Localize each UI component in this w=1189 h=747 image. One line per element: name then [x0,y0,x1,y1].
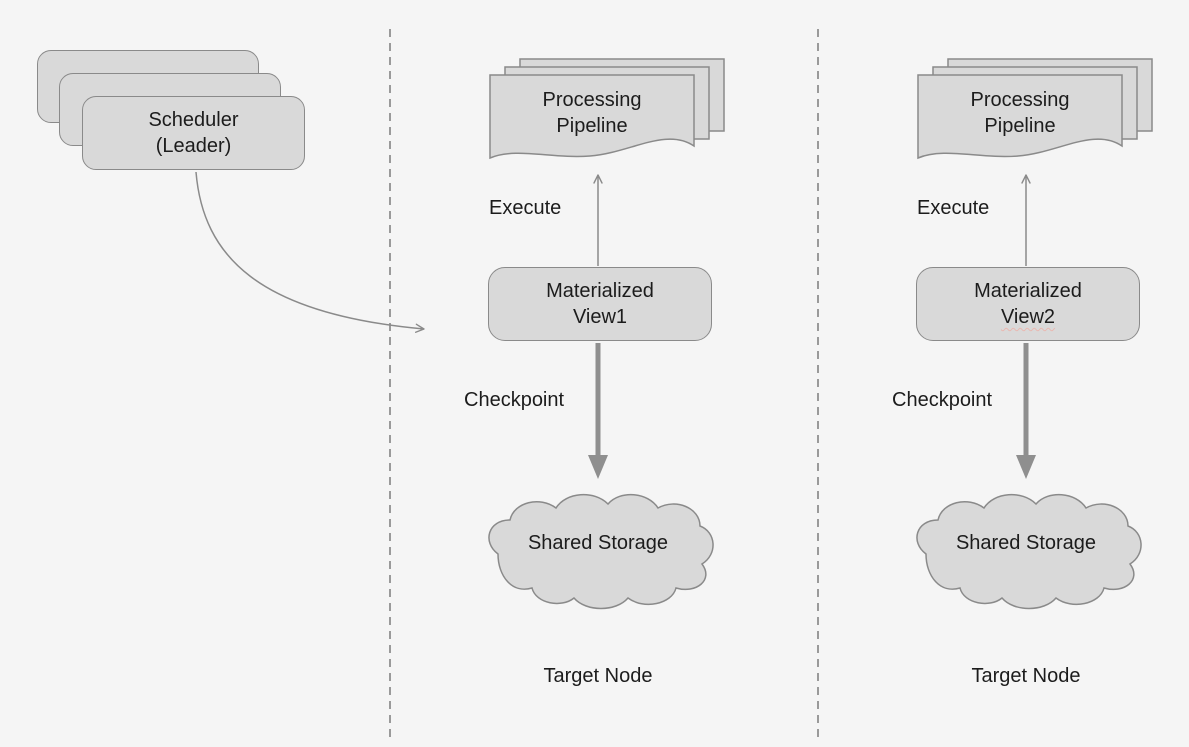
pipeline-label-line2: Pipeline [984,115,1056,137]
execute-label-1: Execute [489,197,562,219]
execute-label-2: Execute [917,197,990,219]
pipeline-label-1: Processing Pipeline [490,82,694,144]
view-label-line1: Materialized [546,280,654,302]
checkpoint-label-2: Checkpoint [892,389,993,411]
view-label-line2: View1 [572,306,628,328]
materialized-view-box-2: Materialized View2 [916,267,1140,341]
storage-label-1: Shared Storage [527,532,669,554]
pipeline-doc-stack-1 [489,58,725,159]
view-label-line1: Materialized [974,280,1082,302]
scheduler-label-line1: Scheduler [148,109,239,131]
pipeline-label-line1: Processing [970,89,1070,111]
pipeline-label-2: Processing Pipeline [918,82,1122,144]
pipeline-label-line2: Pipeline [556,115,628,137]
checkpoint-label-1: Checkpoint [464,389,565,411]
view-label-line2: View2 [1000,306,1056,328]
pipeline-label-line1: Processing [542,89,642,111]
target-node-label-1: Target Node [543,665,653,687]
scheduler-label-line2: (Leader) [155,135,232,157]
scheduler-card-front: Scheduler (Leader) [82,96,305,170]
materialized-view-box-1: Materialized View1 [488,267,712,341]
storage-label-2: Shared Storage [955,532,1097,554]
checkpoint-arrow-1 [588,343,608,479]
checkpoint-arrow-2 [1016,343,1036,479]
pipeline-doc-stack-2 [917,58,1153,159]
target-node-label-2: Target Node [971,665,1081,687]
scheduler-assign-arrow [195,171,425,333]
